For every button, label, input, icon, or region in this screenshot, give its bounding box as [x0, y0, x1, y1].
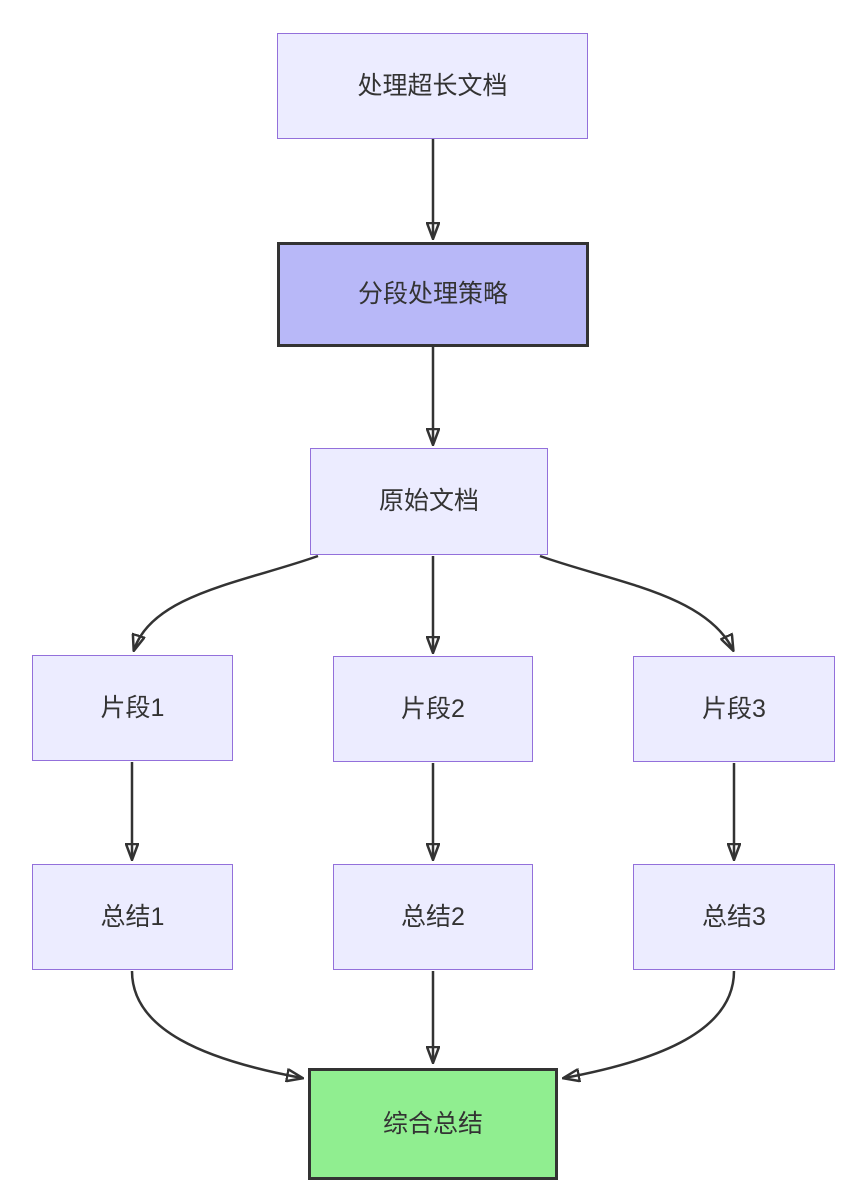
node-segment-2: 片段2	[333, 656, 533, 762]
node-segment-3: 片段3	[633, 656, 835, 762]
node-summary-2: 总结2	[333, 864, 533, 970]
node-label: 总结3	[702, 902, 766, 931]
node-combined-summary: 综合总结	[308, 1068, 558, 1180]
node-label: 综合总结	[382, 1109, 483, 1138]
node-label: 总结2	[401, 902, 465, 931]
node-segment-1: 片段1	[32, 655, 233, 761]
node-label: 处理超长文档	[357, 71, 508, 100]
node-label: 分段处理策略	[357, 280, 508, 308]
node-segmentation-strategy: 分段处理策略	[277, 242, 589, 347]
node-label: 片段2	[401, 694, 465, 723]
edge-E3-F	[564, 970, 736, 1078]
node-original-document: 原始文档	[310, 448, 548, 555]
edge-C-D3	[539, 554, 733, 650]
node-label: 原始文档	[378, 487, 479, 515]
edge-E1-F	[130, 970, 302, 1078]
node-label: 片段1	[100, 693, 165, 722]
node-summary-1: 总结1	[32, 864, 233, 970]
edge-C-D1	[134, 554, 319, 650]
node-summary-3: 总结3	[633, 864, 835, 970]
node-label: 片段3	[702, 694, 766, 723]
node-label: 总结1	[100, 902, 165, 931]
node-process-long-document: 处理超长文档	[277, 33, 588, 139]
